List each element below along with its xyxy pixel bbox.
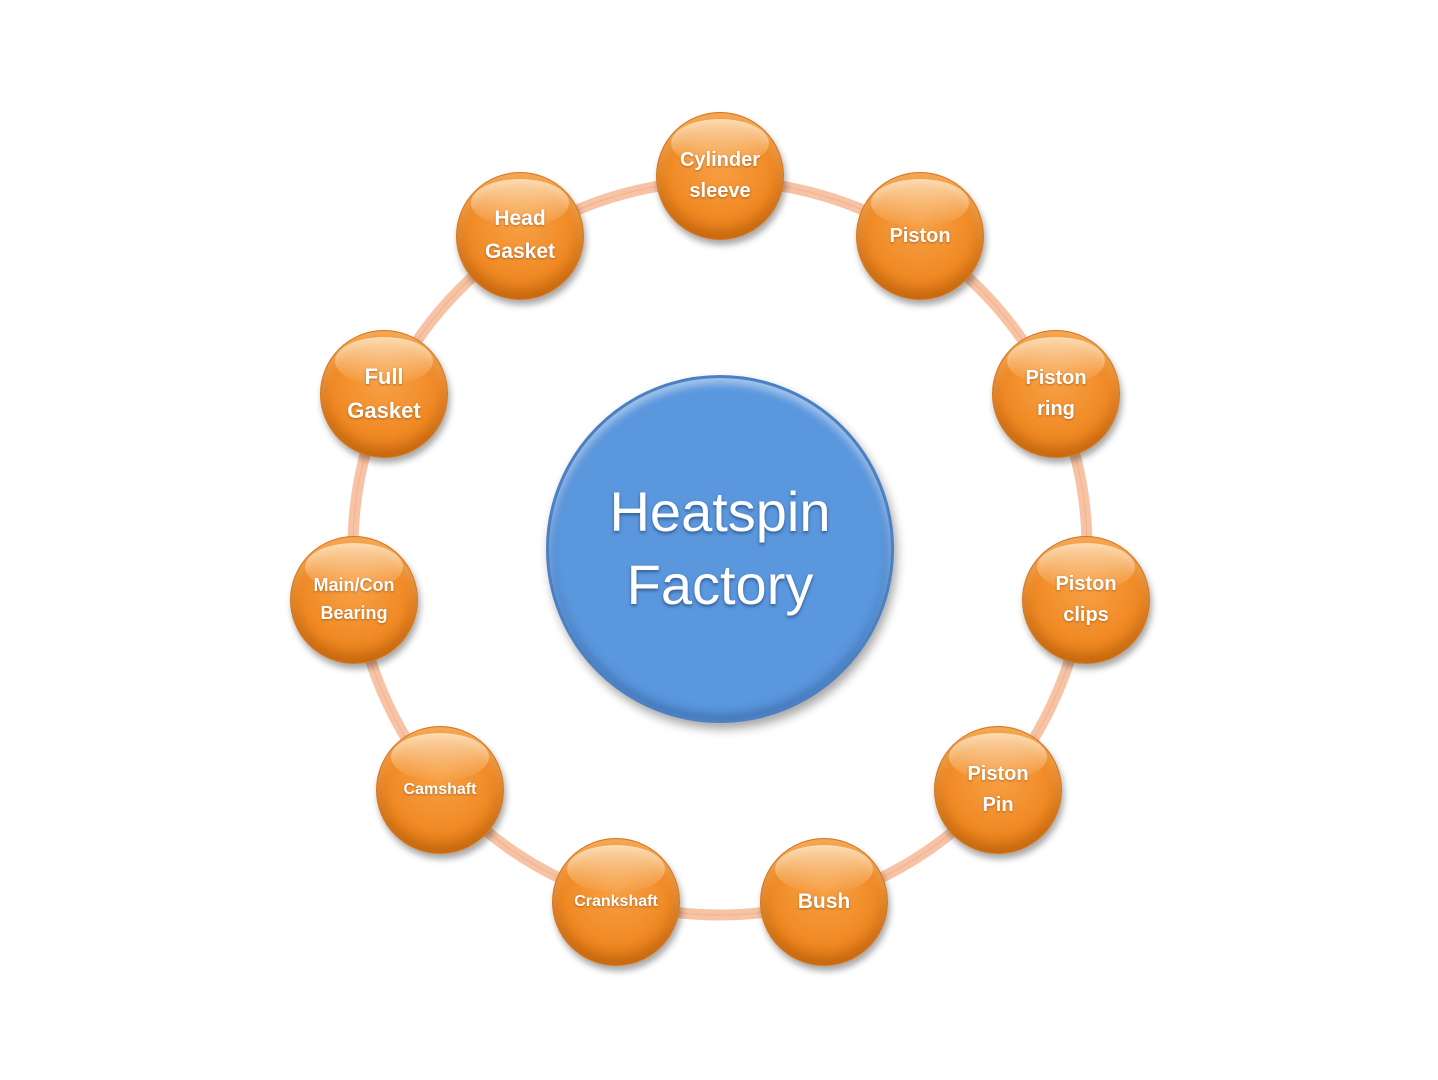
node-crankshaft: Crankshaft — [552, 838, 680, 966]
node-label: Cylinder sleeve — [679, 149, 761, 202]
node-camshaft: Camshaft — [376, 726, 504, 854]
node-label: Crankshaft — [574, 892, 658, 910]
node-full-gasket: Full Gasket — [320, 330, 448, 458]
center-label: Heatspin Factory — [609, 480, 831, 616]
node-piston-pin: Piston Pin — [934, 726, 1062, 854]
node-label: Piston Pin — [967, 763, 1029, 816]
node-piston-ring: Piston ring — [992, 330, 1120, 458]
node-piston-clips: Piston clips — [1022, 536, 1150, 664]
node-label: Full Gasket — [347, 363, 421, 423]
node-main-con-bearing: Main/Con Bearing — [290, 536, 418, 664]
node-label: Main/Con Bearing — [313, 575, 395, 623]
node-bush: Bush — [760, 838, 888, 966]
node-piston: Piston — [856, 172, 984, 300]
node-label: Camshaft — [403, 780, 477, 798]
center-hub: Heatspin Factory — [546, 375, 894, 723]
node-label: Piston clips — [1055, 573, 1117, 626]
node-label: Piston — [889, 224, 951, 247]
node-label: Bush — [797, 889, 851, 913]
node-cylinder-sleeve: Cylinder sleeve — [656, 112, 784, 240]
node-label: Piston ring — [1025, 367, 1087, 420]
node-label: Head Gasket — [484, 207, 556, 263]
node-head-gasket: Head Gasket — [456, 172, 584, 300]
